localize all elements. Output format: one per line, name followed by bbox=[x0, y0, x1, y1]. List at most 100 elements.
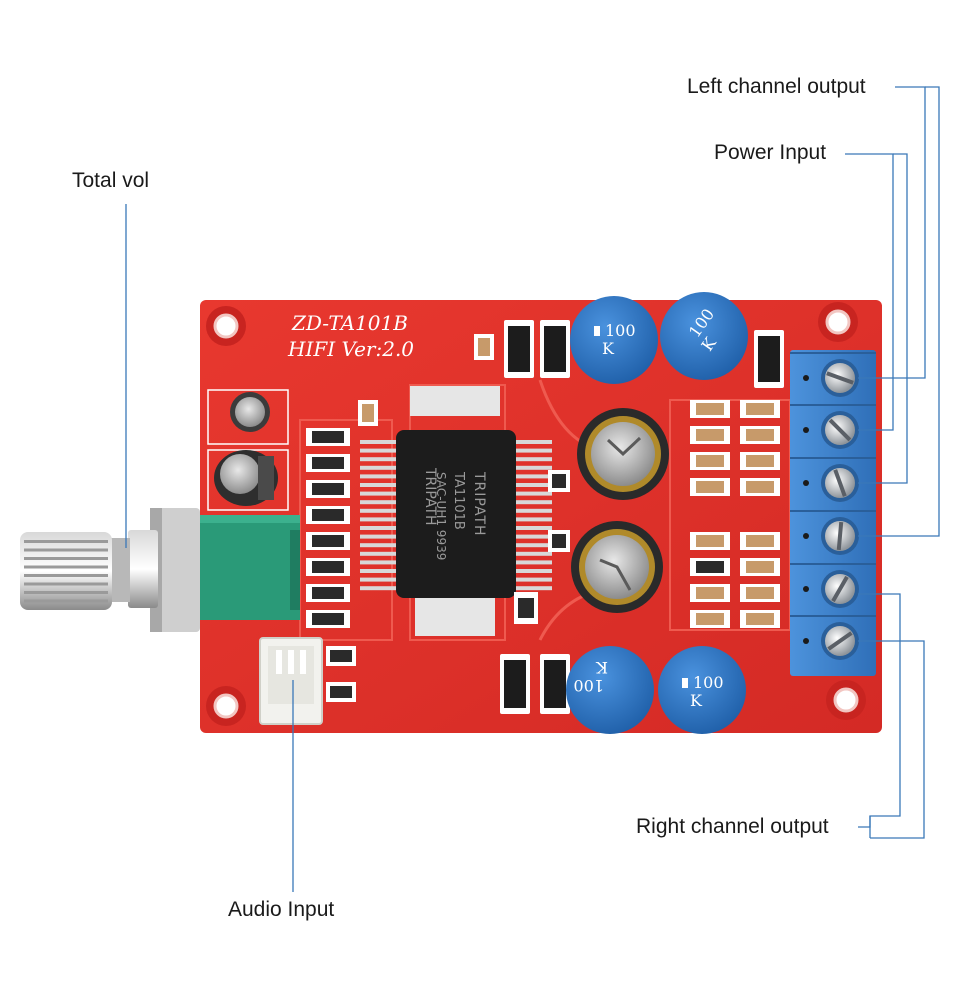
inductor-unit: K bbox=[595, 658, 608, 677]
inductor-unit: K bbox=[690, 691, 703, 710]
chip-pin bbox=[360, 551, 398, 556]
leader-right-output-b bbox=[858, 640, 925, 839]
chip-pin bbox=[360, 491, 398, 496]
terminal-screw[interactable] bbox=[790, 404, 876, 449]
chip-pin bbox=[514, 474, 552, 479]
chip-pin bbox=[514, 465, 552, 470]
left-channel-output-label: Left channel output bbox=[687, 75, 866, 98]
chip-pin bbox=[360, 448, 398, 453]
volume-potentiometer bbox=[108, 508, 300, 632]
smd-resistor bbox=[306, 428, 350, 446]
smd-part-c3 bbox=[358, 400, 378, 426]
chip-pin bbox=[514, 560, 552, 565]
chip-pin bbox=[514, 440, 552, 444]
chip-pin bbox=[360, 474, 398, 479]
audio-input-label: Audio Input bbox=[228, 898, 335, 921]
chip-brand-label: TRIPATH bbox=[471, 471, 487, 537]
knob-ridge bbox=[24, 574, 108, 577]
diode-d1 bbox=[504, 320, 534, 378]
diode-d3 bbox=[540, 320, 570, 378]
inductor-l1: 100 K bbox=[570, 296, 658, 384]
chip-pin bbox=[360, 577, 398, 582]
smd-resistor bbox=[306, 454, 350, 472]
capacitor-small-bottom bbox=[207, 449, 289, 511]
terminal-screw[interactable] bbox=[790, 510, 876, 555]
smd-resistor bbox=[306, 610, 350, 628]
diode-d2 bbox=[500, 654, 530, 714]
smd-capacitor-grid bbox=[690, 400, 780, 628]
chip-pin bbox=[360, 483, 398, 487]
terminal-screw[interactable] bbox=[790, 457, 876, 502]
smd-part-c2 bbox=[326, 682, 356, 702]
smd-capacitor bbox=[740, 478, 780, 496]
leader-left-output-b bbox=[858, 86, 940, 537]
smd-capacitor bbox=[690, 426, 730, 444]
inductor-value: 100 bbox=[693, 673, 724, 692]
inductor-l4: 100 K bbox=[658, 646, 746, 734]
smd-capacitor bbox=[740, 452, 780, 470]
total-vol-label: Total vol bbox=[72, 169, 150, 192]
chip-pin bbox=[360, 560, 398, 565]
chip-pin bbox=[360, 440, 398, 444]
smd-capacitor bbox=[740, 558, 780, 576]
chip-pin bbox=[360, 526, 398, 530]
knob-ridge bbox=[24, 591, 108, 594]
chip-pin bbox=[514, 586, 552, 591]
inductor-l3: 100 K bbox=[660, 292, 748, 380]
terminal-screw[interactable] bbox=[790, 615, 876, 660]
knob-ridge bbox=[24, 565, 108, 569]
smd-part-c8 bbox=[474, 334, 494, 360]
terminal-screw[interactable] bbox=[790, 352, 876, 397]
smd-capacitor bbox=[690, 478, 730, 496]
chip-pin bbox=[514, 500, 552, 505]
mounting-hole bbox=[818, 302, 858, 342]
power-input-label: Power Input bbox=[714, 141, 827, 164]
chip-pin bbox=[360, 457, 398, 462]
smd-capacitor bbox=[690, 584, 730, 602]
screw-terminal-block bbox=[790, 350, 876, 676]
chip-pin bbox=[360, 534, 398, 539]
chip-pin bbox=[514, 491, 552, 496]
chip-pin bbox=[514, 526, 552, 530]
smd-capacitor bbox=[740, 584, 780, 602]
smd-part-c5 bbox=[326, 646, 356, 666]
smd-resistor bbox=[306, 532, 350, 550]
smd-part-c10 bbox=[548, 530, 570, 552]
terminal-screw[interactable] bbox=[790, 563, 876, 608]
chip-model-label: TA1101B bbox=[451, 471, 466, 530]
smd-capacitor bbox=[690, 558, 730, 576]
knob-ridge bbox=[24, 582, 108, 586]
knob-ridge bbox=[24, 557, 108, 560]
knob-ridge bbox=[24, 599, 108, 603]
chip-pin bbox=[514, 483, 552, 487]
inductor-value: 100 bbox=[605, 321, 636, 340]
volume-knob[interactable] bbox=[20, 532, 112, 610]
chip-pin bbox=[514, 551, 552, 556]
chip-pin bbox=[360, 586, 398, 591]
knob-ridge bbox=[24, 540, 108, 543]
board-model-text: ZD-TA101B bbox=[291, 311, 408, 335]
audio-input-connector[interactable] bbox=[259, 637, 323, 725]
leader-power-input-b bbox=[858, 153, 908, 484]
diode-d5 bbox=[754, 330, 784, 388]
smd-capacitor bbox=[690, 532, 730, 550]
mounting-hole bbox=[826, 680, 866, 720]
chip-pin bbox=[514, 569, 552, 573]
chip-pin bbox=[514, 543, 552, 548]
capacitor-small-top bbox=[207, 389, 289, 445]
resistor-column bbox=[306, 428, 350, 628]
leader-lines bbox=[125, 86, 940, 892]
smd-resistor bbox=[306, 480, 350, 498]
right-channel-output-label: Right channel output bbox=[636, 815, 829, 838]
diode-d4 bbox=[540, 654, 570, 714]
chip-pin bbox=[360, 543, 398, 548]
smd-part-r6 bbox=[514, 592, 538, 624]
smd-resistor bbox=[306, 506, 350, 524]
leader-left-output-a bbox=[858, 86, 926, 379]
amplifier-chip: TRIPATH bbox=[360, 386, 552, 636]
leader-right-output-a bbox=[858, 593, 901, 828]
smd-capacitor bbox=[740, 400, 780, 418]
smd-capacitor bbox=[690, 400, 730, 418]
smd-resistor bbox=[306, 584, 350, 602]
